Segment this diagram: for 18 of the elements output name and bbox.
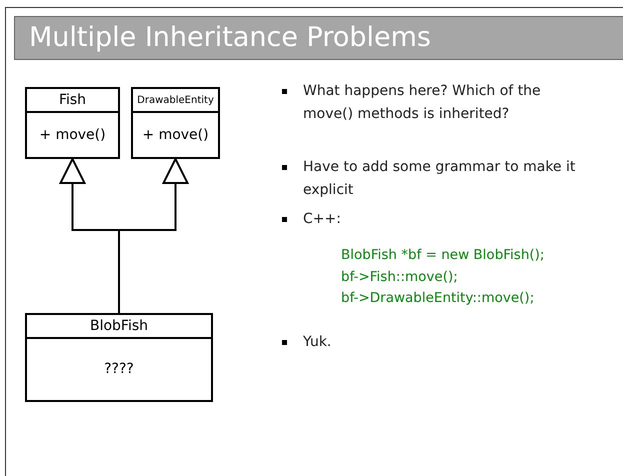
- bullet-text: Have to add some grammar to make it explicit: [303, 158, 576, 200]
- slide-title: Multiple Inheritance Problems: [29, 21, 431, 55]
- class-member: + move(): [39, 126, 106, 144]
- class-member: + move(): [142, 126, 209, 144]
- code-line: bf->Fish::move();: [341, 268, 458, 287]
- code-line: bf->DrawableEntity::move();: [341, 289, 534, 308]
- class-box: [131, 87, 220, 159]
- code-line: BlobFish *bf = new BlobFish();: [341, 246, 544, 265]
- bullet-text: What happens here? Which of the move() methods is inherited?: [303, 82, 542, 124]
- class-name: DrawableEntity: [137, 94, 214, 108]
- class-name: BlobFish: [90, 316, 148, 336]
- bullet-text: C++:: [303, 210, 342, 229]
- bullet-text: Yuk.: [303, 333, 332, 352]
- class-member: ????: [104, 360, 134, 379]
- class-box: [25, 313, 213, 402]
- class-box: [25, 87, 120, 159]
- inheritance-arrow: [118, 158, 188, 313]
- class-name: Fish: [58, 90, 86, 110]
